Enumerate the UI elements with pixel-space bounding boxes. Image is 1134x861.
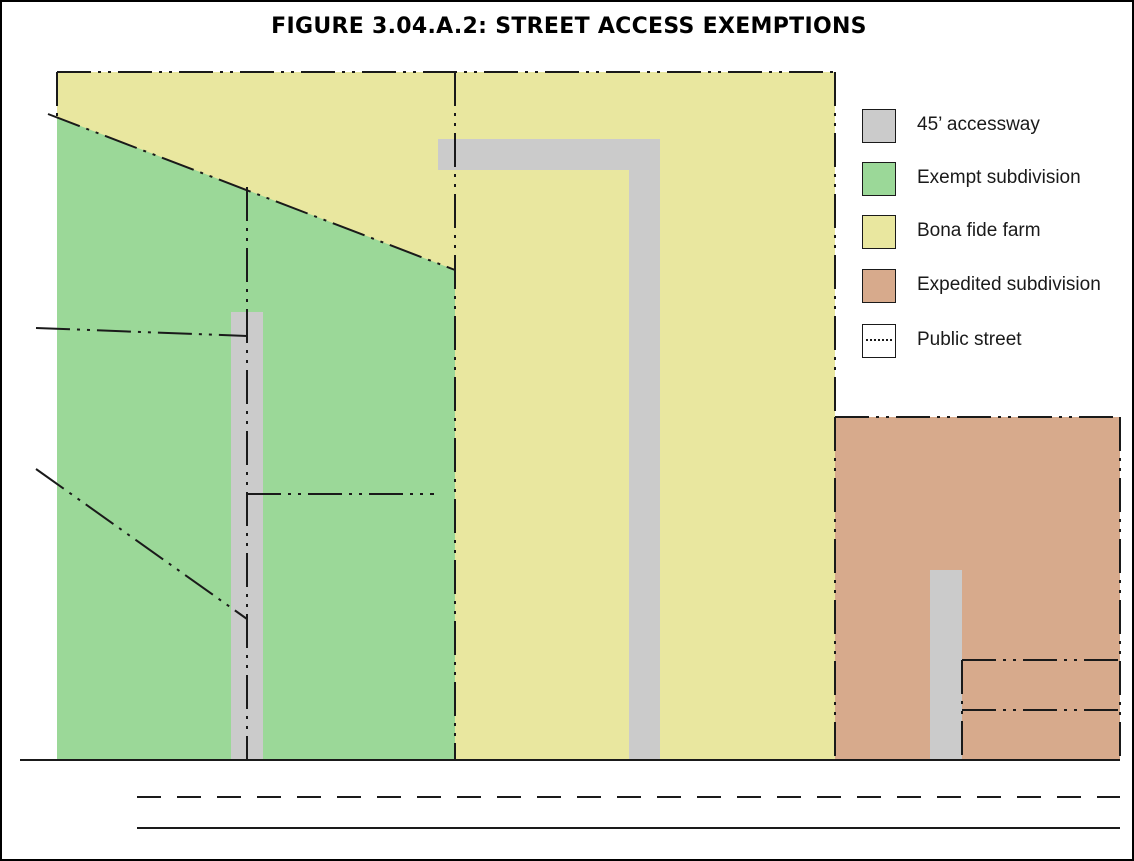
expedited-subdivision-swatch [862, 269, 896, 303]
accessway-swatch [862, 109, 896, 143]
legend-label-bona-fide-farm: Bona fide farm [917, 220, 1041, 241]
accessway-expedited [930, 570, 962, 760]
exempt-subdivision-swatch [862, 162, 896, 196]
legend-item-accessway: 45’ accessway [862, 109, 1132, 149]
legend-item-public-street: Public street [862, 324, 1132, 364]
accessway-farm [438, 139, 660, 760]
legend-label-exempt-subdivision: Exempt subdivision [917, 167, 1081, 188]
lot-divider-diagonal-line [35, 468, 248, 620]
legend-label-accessway: 45’ accessway [917, 114, 1040, 135]
public-street-swatch [862, 324, 896, 358]
legend-item-bona-fide-farm: Bona fide farm [862, 215, 1132, 255]
legend-label-expedited-subdivision: Expedited subdivision [917, 274, 1101, 295]
expedited-subdivision-parcel [835, 417, 1120, 760]
legend-label-public-street: Public street [917, 329, 1022, 350]
legend-item-exempt-subdivision: Exempt subdivision [862, 162, 1132, 202]
property-lines [35, 71, 1121, 760]
figure-title: FIGURE 3.04.A.2: STREET ACCESS EXEMPTION… [271, 14, 867, 39]
exempt-diagonal-boundary-line [47, 113, 456, 271]
legend-item-expedited-subdivision: Expedited subdivision [862, 269, 1132, 309]
bona-fide-farm-swatch [862, 215, 896, 249]
lot-divider-upper-line [35, 327, 248, 337]
